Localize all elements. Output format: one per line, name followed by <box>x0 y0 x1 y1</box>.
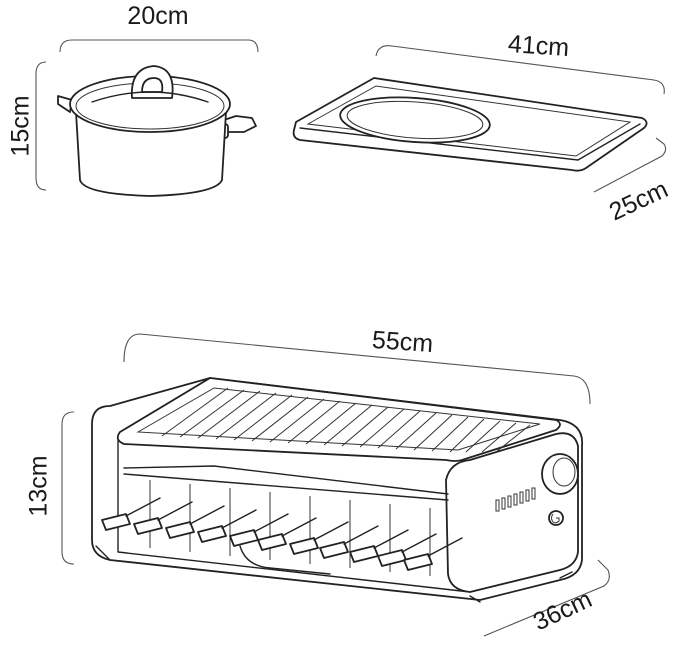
vent-slots <box>495 487 536 512</box>
grill-drawing <box>61 333 610 637</box>
grill-width-label: 55cm <box>371 326 434 358</box>
pot-width-label: 20cm <box>127 2 188 30</box>
tray-width-bracket <box>375 45 665 95</box>
grill-depth-label: 36cm <box>529 585 596 636</box>
grill-plate <box>116 377 561 462</box>
tray-width-label: 41cm <box>507 30 570 62</box>
skewer-rack <box>149 480 431 576</box>
grill-height-label: 13cm <box>25 455 53 516</box>
rotating-skewers <box>101 497 463 571</box>
temperature-knob <box>541 453 579 495</box>
tray-round-well <box>339 96 491 144</box>
pot-height-label: 15cm <box>7 95 35 156</box>
grill-width-bracket <box>123 333 591 405</box>
pot-width-bracket <box>59 39 259 53</box>
grill-height-bracket <box>61 411 75 565</box>
drip-tray-handle <box>239 545 331 575</box>
tray-depth-label: 25cm <box>605 175 672 226</box>
hot-pot-drawing <box>35 39 259 197</box>
pot-body <box>75 111 227 197</box>
pot-height-bracket <box>35 61 47 191</box>
grill-depth-bracket <box>483 559 610 637</box>
grill-ribs <box>161 387 531 453</box>
tray-depth-bracket <box>593 137 667 193</box>
power-button <box>548 510 564 526</box>
griddle-tray-drawing <box>292 45 667 193</box>
